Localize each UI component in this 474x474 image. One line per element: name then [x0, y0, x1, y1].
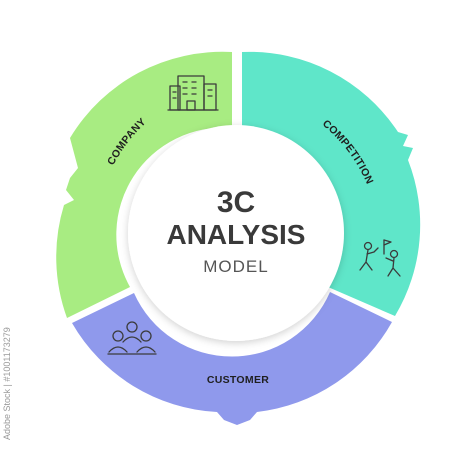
diagram-title-line2: ANALYSIS — [166, 219, 305, 250]
diagram-title: 3C — [217, 186, 255, 219]
watermark: Adobe Stock | #1001173279 — [2, 327, 12, 440]
segment-company[interactable] — [56, 51, 232, 318]
center-circle — [128, 125, 344, 341]
competition-runners-icon — [359, 239, 401, 277]
customer-group-icon — [107, 321, 157, 355]
diagram-subtitle: MODEL — [203, 257, 268, 276]
segment-customer[interactable] — [72, 292, 392, 425]
office-building-icon — [167, 75, 219, 111]
segment-label-customer: CUSTOMER — [207, 374, 269, 386]
